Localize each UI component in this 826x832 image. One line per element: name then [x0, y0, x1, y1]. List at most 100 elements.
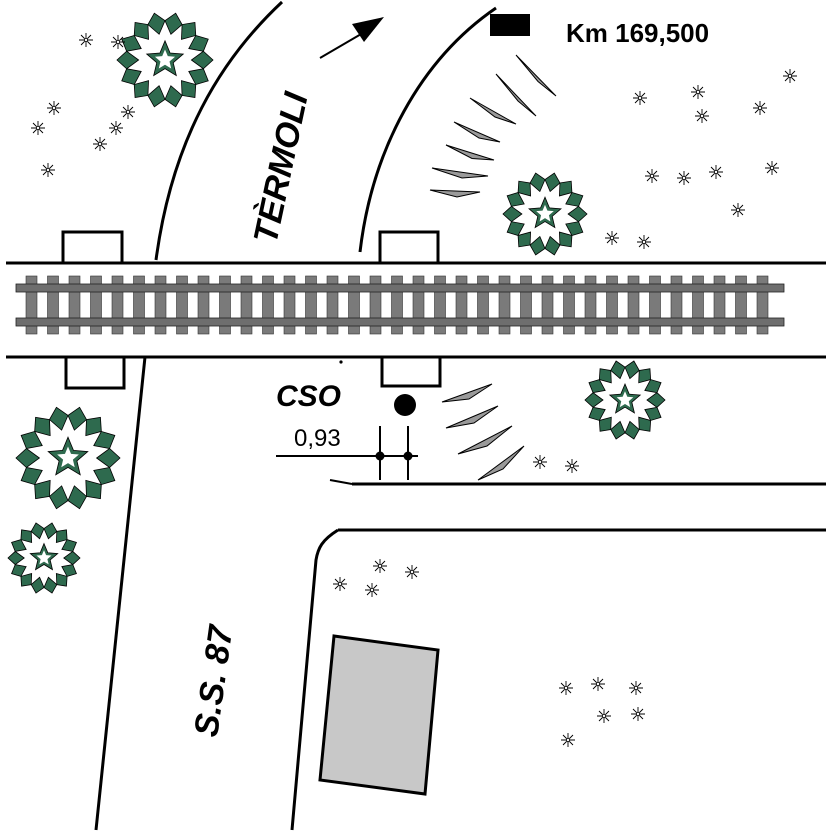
flower-icon [782, 68, 798, 84]
flower-icon [604, 230, 620, 246]
track-sleeper [692, 275, 704, 335]
flower-icon [372, 558, 388, 574]
flower-icon [632, 90, 648, 106]
track-sleeper [627, 275, 640, 335]
track-sleeper [111, 275, 124, 335]
rail-lower [15, 317, 785, 327]
gate-box-bottom-left [64, 358, 126, 390]
tree-icon [15, 406, 121, 510]
track-sleeper [326, 275, 339, 335]
flower-icon [92, 136, 108, 152]
station-code-label: CSO [276, 380, 341, 413]
track-sleeper [133, 275, 145, 335]
track-sleeper [606, 275, 618, 335]
embankment-spike [445, 144, 495, 161]
track-sleeper [369, 275, 382, 335]
flower-icon [628, 680, 644, 696]
track-sleeper [240, 275, 253, 335]
signal-post-left-dot [375, 451, 385, 461]
flower-icon [332, 576, 348, 592]
flower-icon [558, 680, 574, 696]
ss87-left-edge [94, 356, 147, 831]
track-sleeper [541, 275, 554, 335]
track-sleeper [670, 275, 683, 335]
track-sleeper [348, 275, 360, 335]
left-road-curve [154, 0, 284, 261]
track-sleeper [176, 275, 188, 335]
track-sleeper [283, 275, 296, 335]
gate-box-top-right [378, 230, 440, 262]
embankment-spike [431, 167, 489, 179]
flower-icon [560, 732, 576, 748]
side-road-corner [329, 479, 353, 485]
flower-icon [30, 120, 46, 136]
track-sleeper [197, 275, 210, 335]
flower-icon [120, 104, 136, 120]
flower-icon [78, 32, 94, 48]
track-sleeper [756, 275, 769, 335]
building [318, 634, 440, 796]
flower-icon [110, 34, 126, 50]
track-sleeper [47, 275, 59, 335]
gate-box-top-left [61, 230, 124, 262]
track-sleeper [25, 275, 38, 335]
tree-icon [7, 522, 81, 594]
track-sleeper [305, 275, 317, 335]
flower-icon [644, 168, 660, 184]
track-sleeper [563, 275, 575, 335]
track-sleeper [455, 275, 468, 335]
track-sleeper [434, 275, 446, 335]
track-sleeper [412, 275, 425, 335]
ss87-right-edge [290, 528, 339, 831]
flower-icon [46, 100, 62, 116]
rail-upper [15, 283, 785, 293]
track-sleeper [713, 275, 726, 335]
flower-icon [40, 162, 56, 178]
embankment-spike [515, 54, 557, 97]
embankment-spike [445, 405, 499, 429]
track-sleeper [391, 275, 403, 335]
tree-icon [584, 360, 666, 440]
embankment-spike [441, 383, 493, 403]
track-sleeper [498, 275, 511, 335]
track-sleeper [649, 275, 661, 335]
signal-post-right-dot [403, 451, 413, 461]
track-sleeper [584, 275, 597, 335]
flower-icon [590, 676, 606, 692]
flower-icon [694, 108, 710, 124]
track-sleeper [477, 275, 489, 335]
flower-icon [108, 120, 124, 136]
flower-icon [708, 164, 724, 180]
track-sleeper [154, 275, 167, 335]
embankment-spikes [429, 54, 557, 481]
flower-icon [752, 100, 768, 116]
embankment-spike [495, 73, 537, 117]
flower-icon [364, 582, 380, 598]
track-sleeper [735, 275, 747, 335]
right-road-curve [358, 6, 497, 253]
km-label: Km 169,500 [566, 18, 709, 48]
embankment-spike [453, 121, 501, 143]
flower-icon [730, 202, 746, 218]
signal-icon [394, 394, 416, 416]
cso-accent-dot [339, 360, 343, 364]
flowers [30, 32, 798, 748]
embankment-spike [477, 445, 525, 481]
track-sleeper [219, 275, 231, 335]
tree-icon [116, 12, 214, 108]
trees [7, 12, 666, 594]
flower-icon [764, 160, 780, 176]
flower-icon [690, 84, 706, 100]
termoli-label: TÈRMOLI [247, 88, 316, 247]
distance-label: 0,93 [294, 425, 341, 452]
tree-icon [502, 172, 588, 256]
flower-icon [564, 458, 580, 474]
gate-box-bottom-right [380, 358, 442, 388]
flower-icon [636, 234, 652, 250]
arrow-head-icon [352, 17, 384, 42]
embankment-spike [429, 189, 481, 198]
embankment-spike [457, 425, 513, 455]
flower-icon [404, 564, 420, 580]
track-sleeper [520, 275, 532, 335]
track-sleeper [68, 275, 81, 335]
